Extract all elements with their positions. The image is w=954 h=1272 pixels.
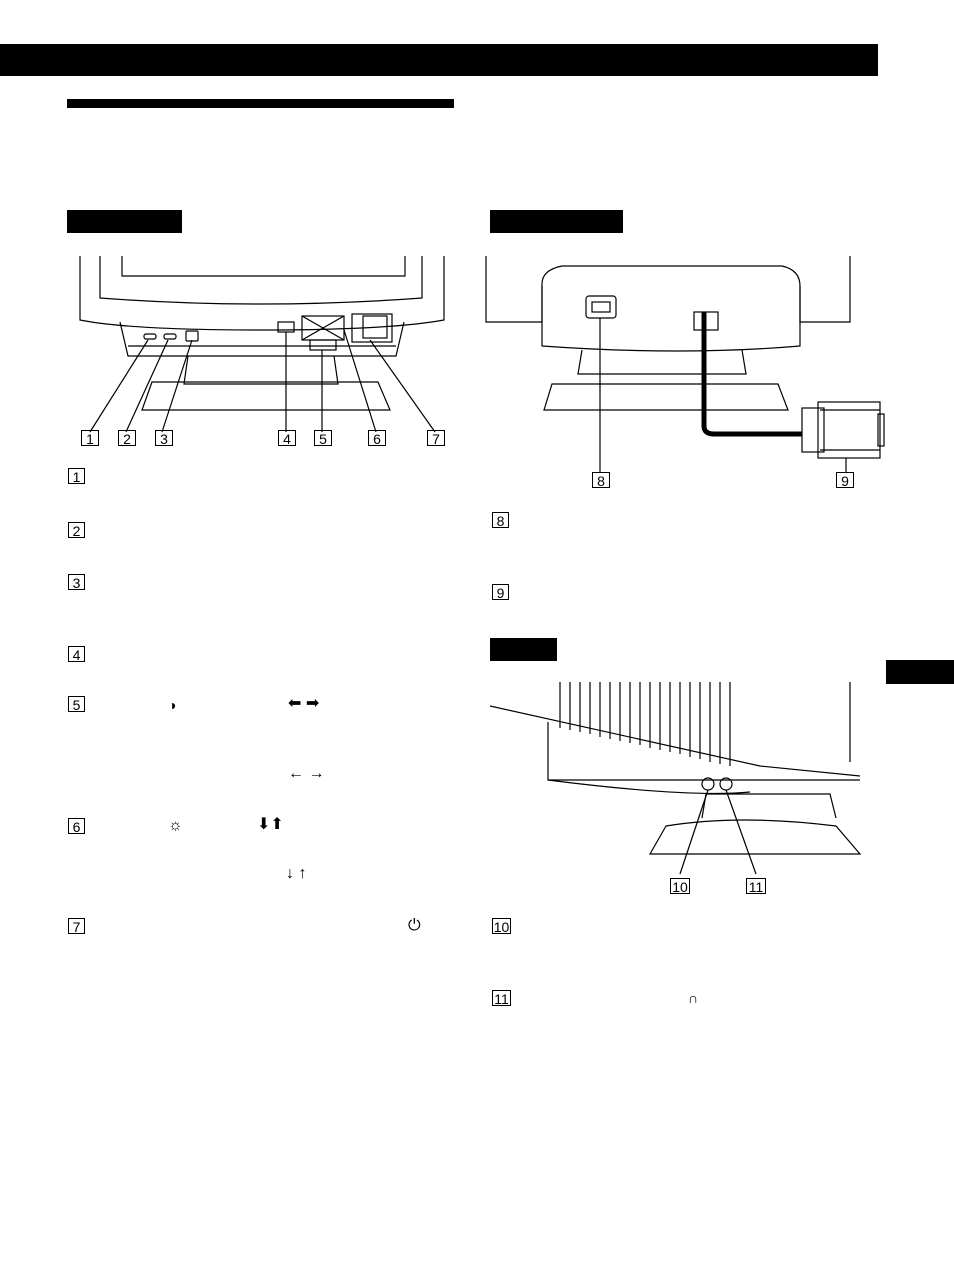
list-item-5-number: 5: [68, 696, 85, 713]
callout-7: 7: [427, 430, 445, 447]
side-view-diagram: [490, 682, 862, 875]
callout-1: 1: [81, 430, 99, 447]
list-item-3-number: 3: [68, 574, 85, 591]
section-title-rule: [67, 99, 454, 108]
power-icon: ⏻: [408, 917, 421, 934]
list-item-4-number: 4: [68, 646, 85, 663]
contrast-icon: ◑: [168, 697, 177, 713]
left-right-arrows-small-icon: ← →: [288, 765, 325, 782]
side-label-block: [490, 638, 557, 661]
callout-8: 8: [592, 472, 610, 489]
callout-10: 10: [670, 878, 690, 895]
down-up-arrows-small-icon: ↓ ↑: [286, 865, 307, 882]
list-item-11-number: 11: [492, 990, 511, 1007]
list-item-8-number: 8: [492, 512, 509, 529]
headphones-icon: ∩: [688, 990, 699, 1006]
list-item-7-number: 7: [68, 918, 85, 935]
list-item-1-number: 1: [68, 468, 85, 485]
language-side-tab: [886, 660, 954, 684]
front-view-diagram: [79, 256, 445, 433]
front-label-block: [67, 210, 182, 233]
rear-view-diagram: [485, 256, 885, 472]
list-item-10-number: 10: [492, 918, 511, 935]
brightness-icon: ☼: [168, 817, 183, 834]
callout-4: 4: [278, 430, 296, 447]
callout-3: 3: [155, 430, 173, 447]
callout-6: 6: [368, 430, 386, 447]
left-right-arrows-icon: ⬅ ➡: [288, 695, 320, 712]
down-up-arrows-icon: ⬇⬆: [257, 816, 284, 833]
list-item-2-number: 2: [68, 522, 85, 539]
list-item-6-number: 6: [68, 818, 85, 835]
top-header-bar: [0, 44, 878, 76]
callout-11: 11: [746, 878, 766, 895]
rear-label-block: [490, 210, 623, 233]
callout-2: 2: [118, 430, 136, 447]
list-item-9-number: 9: [492, 584, 509, 601]
callout-9: 9: [836, 472, 854, 489]
callout-5: 5: [314, 430, 332, 447]
